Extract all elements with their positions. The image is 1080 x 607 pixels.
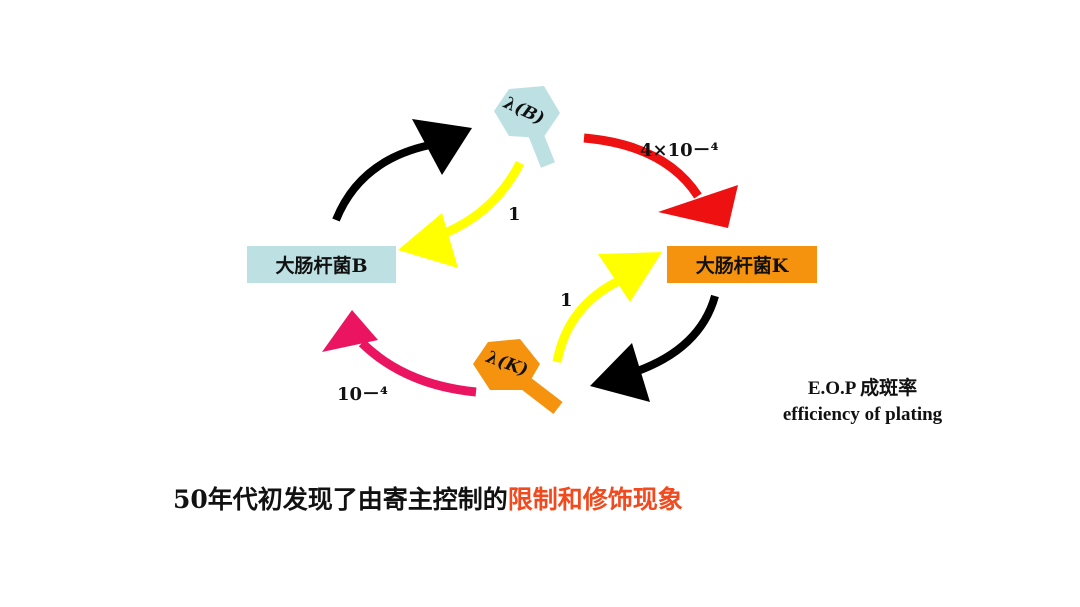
arrowhead-phage-k-to-host-b <box>322 310 378 352</box>
arrowhead-phage-b-to-host-k <box>658 185 738 228</box>
eop-label-k-on-b: 10－⁴ <box>337 384 388 405</box>
eop-subtitle: efficiency of plating <box>782 404 943 425</box>
arrowhead-phage-b-to-host-b <box>398 213 458 268</box>
eop-legend: E.O.P 成斑率 efficiency of plating <box>735 376 990 428</box>
eop-label-k-on-k: 1 <box>560 290 573 311</box>
caption-highlight: 限制和修饰现象 <box>507 485 683 514</box>
caption-main: 50年代初发现了由寄主控制的 <box>173 485 508 514</box>
arrowhead-host-b-to-phage-b <box>412 119 472 175</box>
arrow-phage-k-to-host-k <box>552 273 627 363</box>
host-b-box: 大肠杆菌B <box>247 246 396 283</box>
caption: 50年代初发现了由寄主控制的限制和修饰现象 <box>173 480 683 516</box>
eop-label-b-on-k: 4×10－⁴ <box>640 140 719 161</box>
arrow-host-b-to-phage-b <box>332 141 431 222</box>
phage-k: λ(K) <box>473 339 563 414</box>
arrowhead-phage-k-to-host-k <box>598 252 662 302</box>
host-b-label: 大肠杆菌B <box>275 255 368 277</box>
host-k-label: 大肠杆菌K <box>695 255 789 277</box>
host-k-box: 大肠杆菌K <box>667 246 817 283</box>
arrowhead-host-k-to-phage-k <box>590 343 650 402</box>
arrow-phage-k-to-host-b <box>358 339 477 397</box>
eop-title: E.O.P 成斑率 <box>807 378 918 399</box>
phage-b: λ(B) <box>494 86 560 168</box>
eop-label-b-on-b: 1 <box>508 204 521 225</box>
phage-k-head <box>473 339 540 390</box>
arrow-phage-b-to-host-k <box>583 133 702 199</box>
phage-b-head <box>494 86 560 138</box>
arrow-host-k-to-phage-k <box>630 294 719 377</box>
